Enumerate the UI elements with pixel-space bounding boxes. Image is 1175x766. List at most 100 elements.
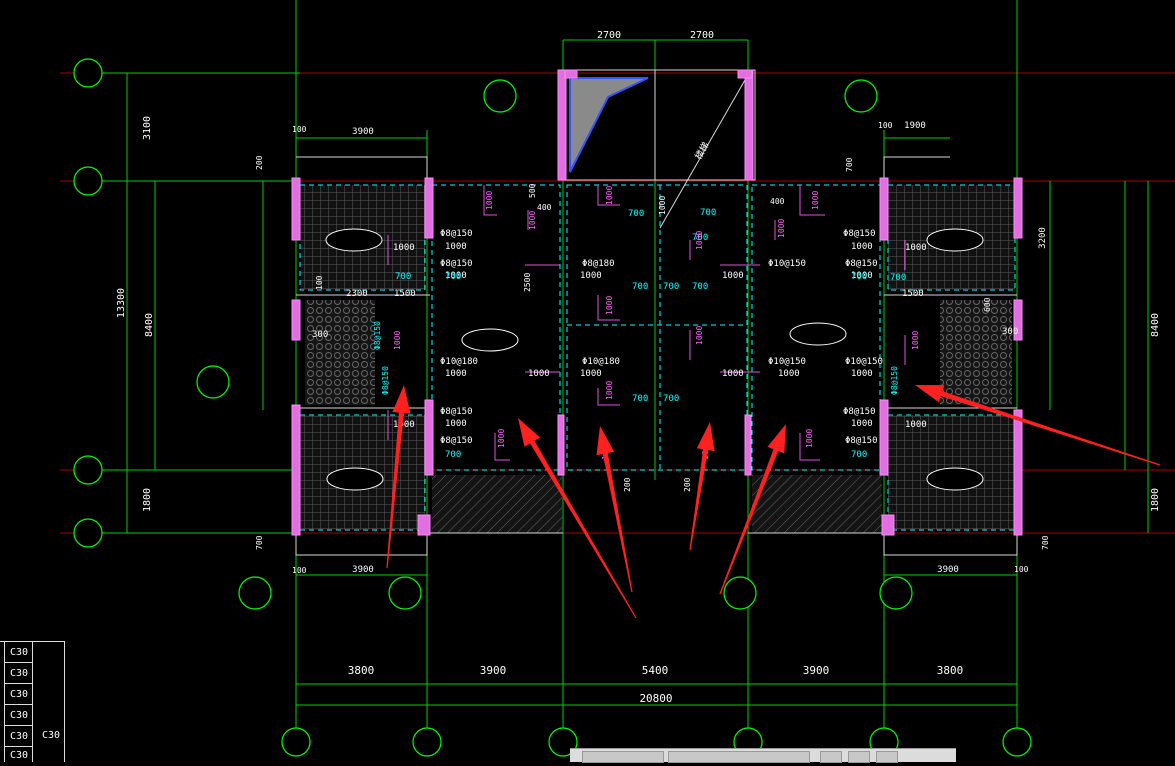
rebar-length: 1000	[851, 369, 873, 379]
dim-small: 100	[1014, 565, 1029, 574]
rebar-length: 1000	[722, 369, 744, 379]
dim-small: 700	[255, 535, 264, 550]
dim-small: 700	[1041, 535, 1050, 550]
dim-small: 300	[1002, 327, 1018, 337]
dim-small: 1500	[902, 289, 924, 299]
rebar-length-magenta: 1000	[497, 429, 506, 448]
rebar-length: 1000	[580, 271, 602, 281]
detail-callout	[483, 79, 517, 113]
dim-bottom: 3900	[480, 664, 507, 677]
legend-cell: C30	[10, 750, 29, 761]
taskbar-strip[interactable]	[570, 748, 956, 763]
rebar-length: 1000	[905, 243, 927, 253]
dim-room-top: 1900	[904, 121, 926, 131]
dim-right: 8400	[1150, 313, 1161, 337]
rebar-length-cyan: 700	[692, 282, 708, 292]
rebar-length: 1000	[778, 369, 800, 379]
axis-bubble-row	[73, 518, 103, 548]
axis-bubble-col	[281, 727, 311, 757]
rebar-length-cyan: 700	[395, 272, 411, 282]
rebar-length-cyan: 700	[632, 394, 648, 404]
slab-thickness-ellipse	[789, 322, 847, 346]
taskbar-item[interactable]	[582, 751, 664, 763]
dim-small: 2300	[346, 289, 368, 299]
axis-bubble-row	[73, 166, 103, 196]
taskbar-item[interactable]	[668, 751, 810, 763]
rebar-label: Φ8@150	[440, 259, 473, 269]
rebar-length-magenta: 1000	[605, 296, 614, 315]
dim-small: 300	[312, 330, 328, 340]
rebar-length-magenta: 1000	[911, 331, 920, 350]
detail-callout	[879, 576, 913, 610]
rebar-length: 1000	[445, 369, 467, 379]
rebar-label: Φ10@180	[440, 357, 478, 367]
dim-room-bottom: 3900	[352, 565, 374, 575]
taskbar-icon[interactable]	[820, 751, 842, 763]
dim-small: 1000	[658, 196, 667, 215]
rebar-label: Φ10@180	[582, 357, 620, 367]
rebar-length-magenta: 1000	[393, 331, 402, 350]
rebar-label: Φ8@150	[845, 436, 878, 446]
legend-cell: C30	[4, 642, 32, 663]
rebar-length-cyan: 700	[445, 450, 461, 460]
slab-thickness-ellipse	[926, 467, 984, 491]
red-annotation-arrow	[596, 426, 633, 593]
slab-thickness-ellipse	[926, 228, 984, 252]
rebar-label: Φ8@150	[440, 407, 473, 417]
taskbar-icon[interactable]	[876, 751, 898, 763]
rebar-length: 1000	[722, 271, 744, 281]
red-annotation-arrow	[518, 418, 637, 619]
legend-cell: C30	[4, 705, 32, 726]
rebar-length-magenta: 1000	[605, 381, 614, 400]
rebar-length: 1000	[580, 369, 602, 379]
rebar-length-cyan: 700	[632, 282, 648, 292]
dim-left: 13300	[116, 288, 127, 318]
rebar-length-cyan: 700	[663, 394, 679, 404]
legend-cell: C30	[4, 663, 32, 684]
slab-thickness-ellipse	[325, 228, 383, 252]
dim-room-bottom: 3900	[937, 565, 959, 575]
rebar-length-magenta: 1000	[485, 191, 494, 210]
rebar-length-cyan: 700	[890, 273, 906, 283]
rebar-length-cyan: 700	[700, 208, 716, 218]
axis-bubble-col	[1002, 727, 1032, 757]
rebar-length: 1000	[445, 419, 467, 429]
rebar-label: Φ8@150	[440, 229, 473, 239]
rebar-length: 1000	[851, 242, 873, 252]
dim-left: 1800	[142, 488, 153, 512]
rebar-label: Φ10@150	[768, 357, 806, 367]
rebar-label-cyan: Φ8@150	[890, 366, 899, 395]
dim-right: 1800	[1150, 488, 1161, 512]
dim-bottom: 3800	[348, 664, 375, 677]
dim-small: 700	[845, 157, 854, 172]
legend-side-label: C30	[42, 730, 61, 741]
rebar-label-cyan: Φ8@150	[373, 321, 382, 350]
dim-small: 400	[537, 203, 552, 212]
rebar-length: 1000	[851, 271, 873, 281]
legend-cell: C30	[4, 684, 32, 705]
rebar-length-magenta: 1000	[811, 191, 820, 210]
dim-right: 3200	[1038, 227, 1048, 249]
red-annotation-arrow	[719, 424, 786, 595]
rebar-label: Φ8@150	[843, 229, 876, 239]
dim-room-top: 3900	[352, 127, 374, 137]
rebar-label: Φ10@150	[768, 259, 806, 269]
rebar-length: 1000	[445, 271, 467, 281]
dim-small: 100	[292, 125, 307, 134]
slab-thickness-ellipse	[326, 467, 384, 491]
red-annotation-arrow	[689, 422, 715, 551]
taskbar-icon[interactable]	[848, 751, 870, 763]
dim-small: 2500	[523, 273, 532, 292]
legend-cell: C30	[4, 726, 32, 747]
rebar-length: 1000	[393, 243, 415, 253]
dim-top: 2700	[597, 30, 621, 41]
rebar-length-magenta: 1000	[605, 186, 614, 205]
detail-callout	[723, 576, 757, 610]
rebar-length: 1000	[851, 419, 873, 429]
dim-small: 500	[528, 183, 537, 198]
detail-callout	[844, 79, 878, 113]
dim-small: 400	[770, 197, 785, 206]
rebar-label: Φ8@150	[843, 407, 876, 417]
rebar-length-cyan: 700	[851, 272, 867, 282]
